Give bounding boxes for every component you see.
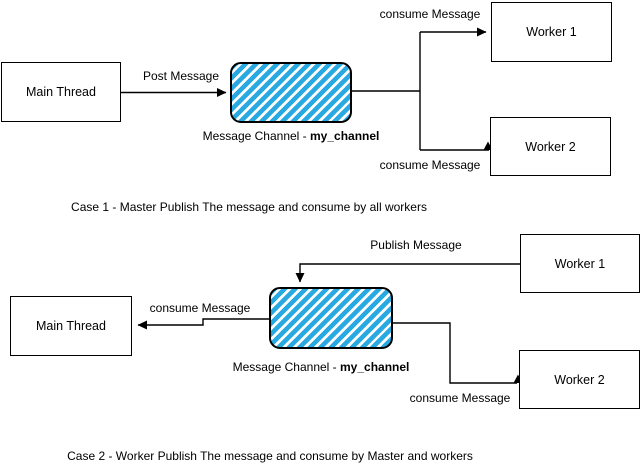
case1-main-thread-label: Main Thread xyxy=(26,85,96,99)
case1-post-message-label: Post Message xyxy=(142,69,220,83)
case2-worker2-box: Worker 2 xyxy=(519,350,640,409)
case2-channel-label: Message Channel - my_channel xyxy=(233,360,410,374)
case1-channel-name: my_channel xyxy=(310,129,380,143)
case1-consume-message-bottom-label: consume Message xyxy=(379,158,481,172)
case2-worker2-label: Worker 2 xyxy=(554,372,605,387)
case1-worker2-label: Worker 2 xyxy=(525,139,576,154)
case2-channel-name: my_channel xyxy=(340,360,410,374)
case2-worker1-box: Worker 1 xyxy=(520,234,640,293)
case1-caption: Case 1 - Master Publish The message and … xyxy=(71,200,427,214)
case1-main-thread-box: Main Thread xyxy=(1,62,121,122)
case1-message-channel-shape xyxy=(230,62,352,123)
case2-main-thread-box: Main Thread xyxy=(10,296,132,356)
case2-caption: Case 2 - Worker Publish The message and … xyxy=(67,449,473,463)
case2-consume-message-main-label: consume Message xyxy=(149,301,251,315)
case1-worker1-box: Worker 1 xyxy=(491,2,612,62)
case2-consume-main-arrow xyxy=(137,318,269,330)
case2-consume-worker2-line xyxy=(393,322,517,384)
case2-publish-message-arrow xyxy=(295,263,520,283)
case1-consume-message-top-label: consume Message xyxy=(379,7,481,21)
case2-message-channel-shape xyxy=(269,287,393,349)
case2-channel-label-prefix: Message Channel - xyxy=(232,360,341,374)
case1-channel-label: Message Channel - my_channel xyxy=(203,129,380,143)
case1-worker1-label: Worker 1 xyxy=(526,25,577,39)
case2-worker1-label: Worker 1 xyxy=(554,256,606,271)
case2-publish-message-label: Publish Message xyxy=(370,238,462,252)
case2-main-thread-label: Main Thread xyxy=(36,319,106,333)
case2-consume-message-worker2-label: consume Message xyxy=(409,391,511,405)
case1-worker2-box: Worker 2 xyxy=(490,117,611,176)
case1-channel-label-prefix: Message Channel - xyxy=(202,129,311,143)
